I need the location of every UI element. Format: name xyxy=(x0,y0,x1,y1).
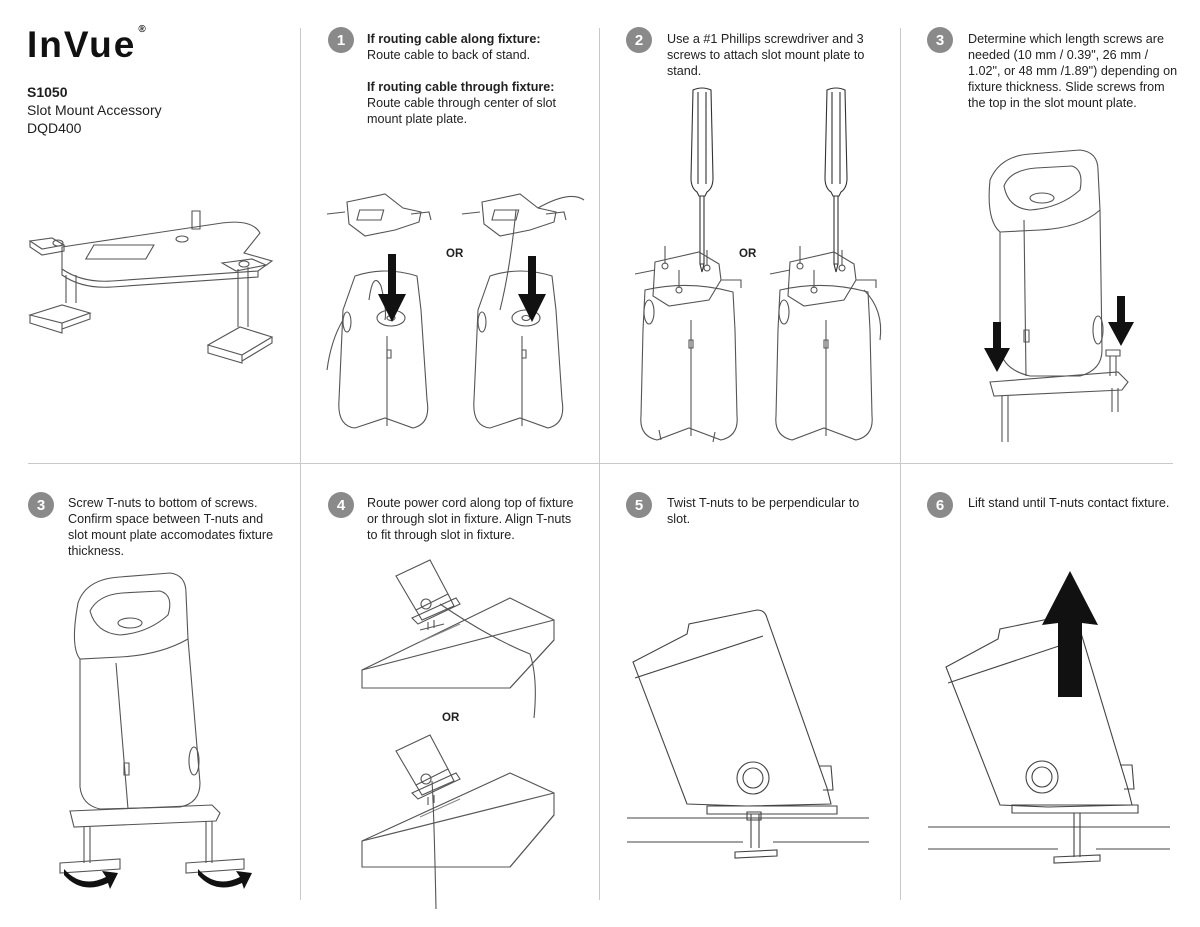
step-3a-arrow-right xyxy=(1108,296,1134,346)
step-2-or-label: OR xyxy=(739,248,757,260)
slot-mount-plate-illustration xyxy=(22,205,284,365)
step-2-text: Use a #1 Phillips screwdriver and 3 scre… xyxy=(667,32,865,78)
step-3b-stand-illustration xyxy=(30,573,230,893)
step-4-fixture-top-illustration xyxy=(360,558,560,728)
step-1-badge: 1 xyxy=(328,27,354,53)
step-3a-arrow-left xyxy=(984,322,1010,372)
step-4-panel: 4 Route power cord along top of fixture … xyxy=(300,463,599,927)
step-1-text-through: Route cable through center of slot mount… xyxy=(367,96,557,126)
step-1-heading-along: If routing cable along fixture: xyxy=(367,32,541,46)
product-model: S1050 xyxy=(27,84,68,100)
step-5-stand-on-fixture-illustration xyxy=(627,608,877,858)
reg-mark: ® xyxy=(138,24,148,35)
divider-h xyxy=(28,463,1173,464)
invue-logo: InVue® xyxy=(27,24,148,66)
step-2-screwdriver-left-icon xyxy=(687,88,717,273)
step-3b-badge: 3 xyxy=(28,492,54,518)
step-3a-text: Determine which length screws are needed… xyxy=(968,32,1178,110)
step-4-text: Route power cord along top of fixture or… xyxy=(367,496,574,542)
step-3b-text: Screw T-nuts to bottom of screws. Confir… xyxy=(68,496,274,558)
step-3b-twist-arrow-left-icon xyxy=(64,869,118,889)
step-3b-panel: 3 Screw T-nuts to bottom of screws. Conf… xyxy=(0,463,300,927)
step-4-or-label: OR xyxy=(442,712,460,724)
step-1-arrow-left xyxy=(378,254,406,322)
step-1-arrow-right xyxy=(518,256,546,322)
step-1-or-label: OR xyxy=(446,248,464,260)
step-1-heading-through: If routing cable through fixture: xyxy=(367,80,555,94)
product-name: Slot Mount Accessory xyxy=(27,102,162,118)
step-5-panel: 5 Twist T-nuts to be perpendicular to sl… xyxy=(599,463,900,927)
step-6-lift-arrow-up-icon xyxy=(1042,571,1098,697)
step-2-stand-left-illustration xyxy=(629,240,754,445)
step-2-stand-right-illustration xyxy=(764,240,889,445)
step-6-panel: 6 Lift stand until T-nuts contact fixtur… xyxy=(900,463,1200,927)
step-1-stand-right-illustration xyxy=(460,190,590,440)
step-2-panel: 2 Use a #1 Phillips screwdriver and 3 sc… xyxy=(599,0,900,463)
step-1-text: If routing cable along fixture: Route ca… xyxy=(367,31,582,127)
step-5-badge: 5 xyxy=(626,492,652,518)
step-2-badge: 2 xyxy=(626,27,652,53)
step-1-text-along: Route cable to back of stand. xyxy=(367,48,531,62)
divider-v3 xyxy=(900,28,901,900)
step-5-text: Twist T-nuts to be perpendicular to slot… xyxy=(667,496,860,526)
step-6-badge: 6 xyxy=(927,492,953,518)
step-3a-stand-illustration xyxy=(980,150,1180,445)
step-2-screwdriver-right-icon xyxy=(821,88,851,273)
divider-v2 xyxy=(599,28,600,900)
step-3a-badge: 3 xyxy=(927,27,953,53)
product-code: DQD400 xyxy=(27,120,82,136)
product-panel: InVue® S1050 Slot Mount Accessory DQD400 xyxy=(0,0,300,463)
step-1-panel: 1 If routing cable along fixture: Route … xyxy=(300,0,599,463)
divider-v1 xyxy=(300,28,301,900)
step-6-text: Lift stand until T-nuts contact fixture. xyxy=(968,496,1170,510)
step-4-fixture-through-illustration xyxy=(360,731,560,911)
step-4-badge: 4 xyxy=(328,492,354,518)
step-3b-twist-arrow-right-icon xyxy=(198,869,252,889)
logo-text: InVue xyxy=(27,24,137,65)
step-3a-panel: 3 Determine which length screws are need… xyxy=(900,0,1200,463)
